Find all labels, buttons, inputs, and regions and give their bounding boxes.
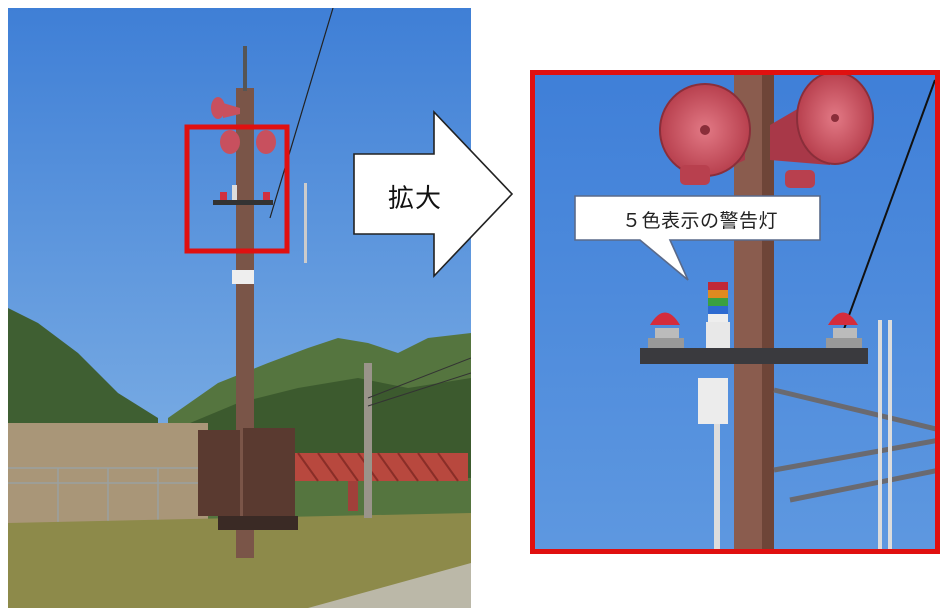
crossarm bbox=[213, 200, 273, 205]
path bbox=[308, 563, 471, 608]
wire bbox=[367, 372, 471, 407]
zoomed-photo bbox=[530, 70, 940, 554]
support-arms bbox=[773, 387, 940, 503]
ground bbox=[8, 513, 471, 608]
speaker-horn-back bbox=[680, 165, 815, 188]
speech-callout-icon bbox=[574, 195, 821, 281]
antenna-rod bbox=[878, 320, 882, 554]
right-arrow-icon bbox=[353, 110, 514, 278]
wire bbox=[839, 79, 936, 341]
wire bbox=[367, 357, 471, 399]
cabinet-base bbox=[218, 516, 298, 530]
signal-tower-small bbox=[232, 185, 237, 200]
callout-text: ５色表示の警告灯 bbox=[621, 210, 778, 232]
zoom-label: 拡大 bbox=[388, 184, 443, 214]
utility-pole-secondary bbox=[364, 363, 372, 518]
warning-light bbox=[220, 192, 227, 200]
fence bbox=[8, 467, 208, 528]
pole-photo bbox=[8, 8, 471, 608]
antenna bbox=[243, 46, 247, 91]
speaker-horn-right bbox=[770, 71, 874, 165]
bridge-support bbox=[348, 481, 358, 511]
antenna-rod bbox=[888, 320, 892, 554]
wire bbox=[269, 8, 334, 219]
control-cabinet bbox=[198, 430, 240, 516]
white-box bbox=[698, 378, 728, 424]
warning-light bbox=[263, 192, 270, 200]
conduit bbox=[714, 424, 720, 554]
pole-shade bbox=[762, 70, 774, 554]
control-cabinet bbox=[243, 428, 295, 523]
speaker-horn-left bbox=[659, 83, 751, 180]
warning-light-icon bbox=[826, 312, 862, 348]
speaker-horns-top bbox=[211, 97, 240, 119]
highlight-box bbox=[184, 124, 290, 254]
white-box bbox=[232, 270, 254, 284]
highlight-box bbox=[530, 70, 940, 554]
bridge-truss bbox=[297, 452, 459, 482]
speaker-horns bbox=[220, 130, 276, 154]
antenna-rod bbox=[304, 183, 307, 263]
signal-tower-five-color bbox=[706, 282, 730, 348]
warning-light-icon bbox=[648, 312, 684, 348]
crossarm bbox=[640, 348, 868, 364]
